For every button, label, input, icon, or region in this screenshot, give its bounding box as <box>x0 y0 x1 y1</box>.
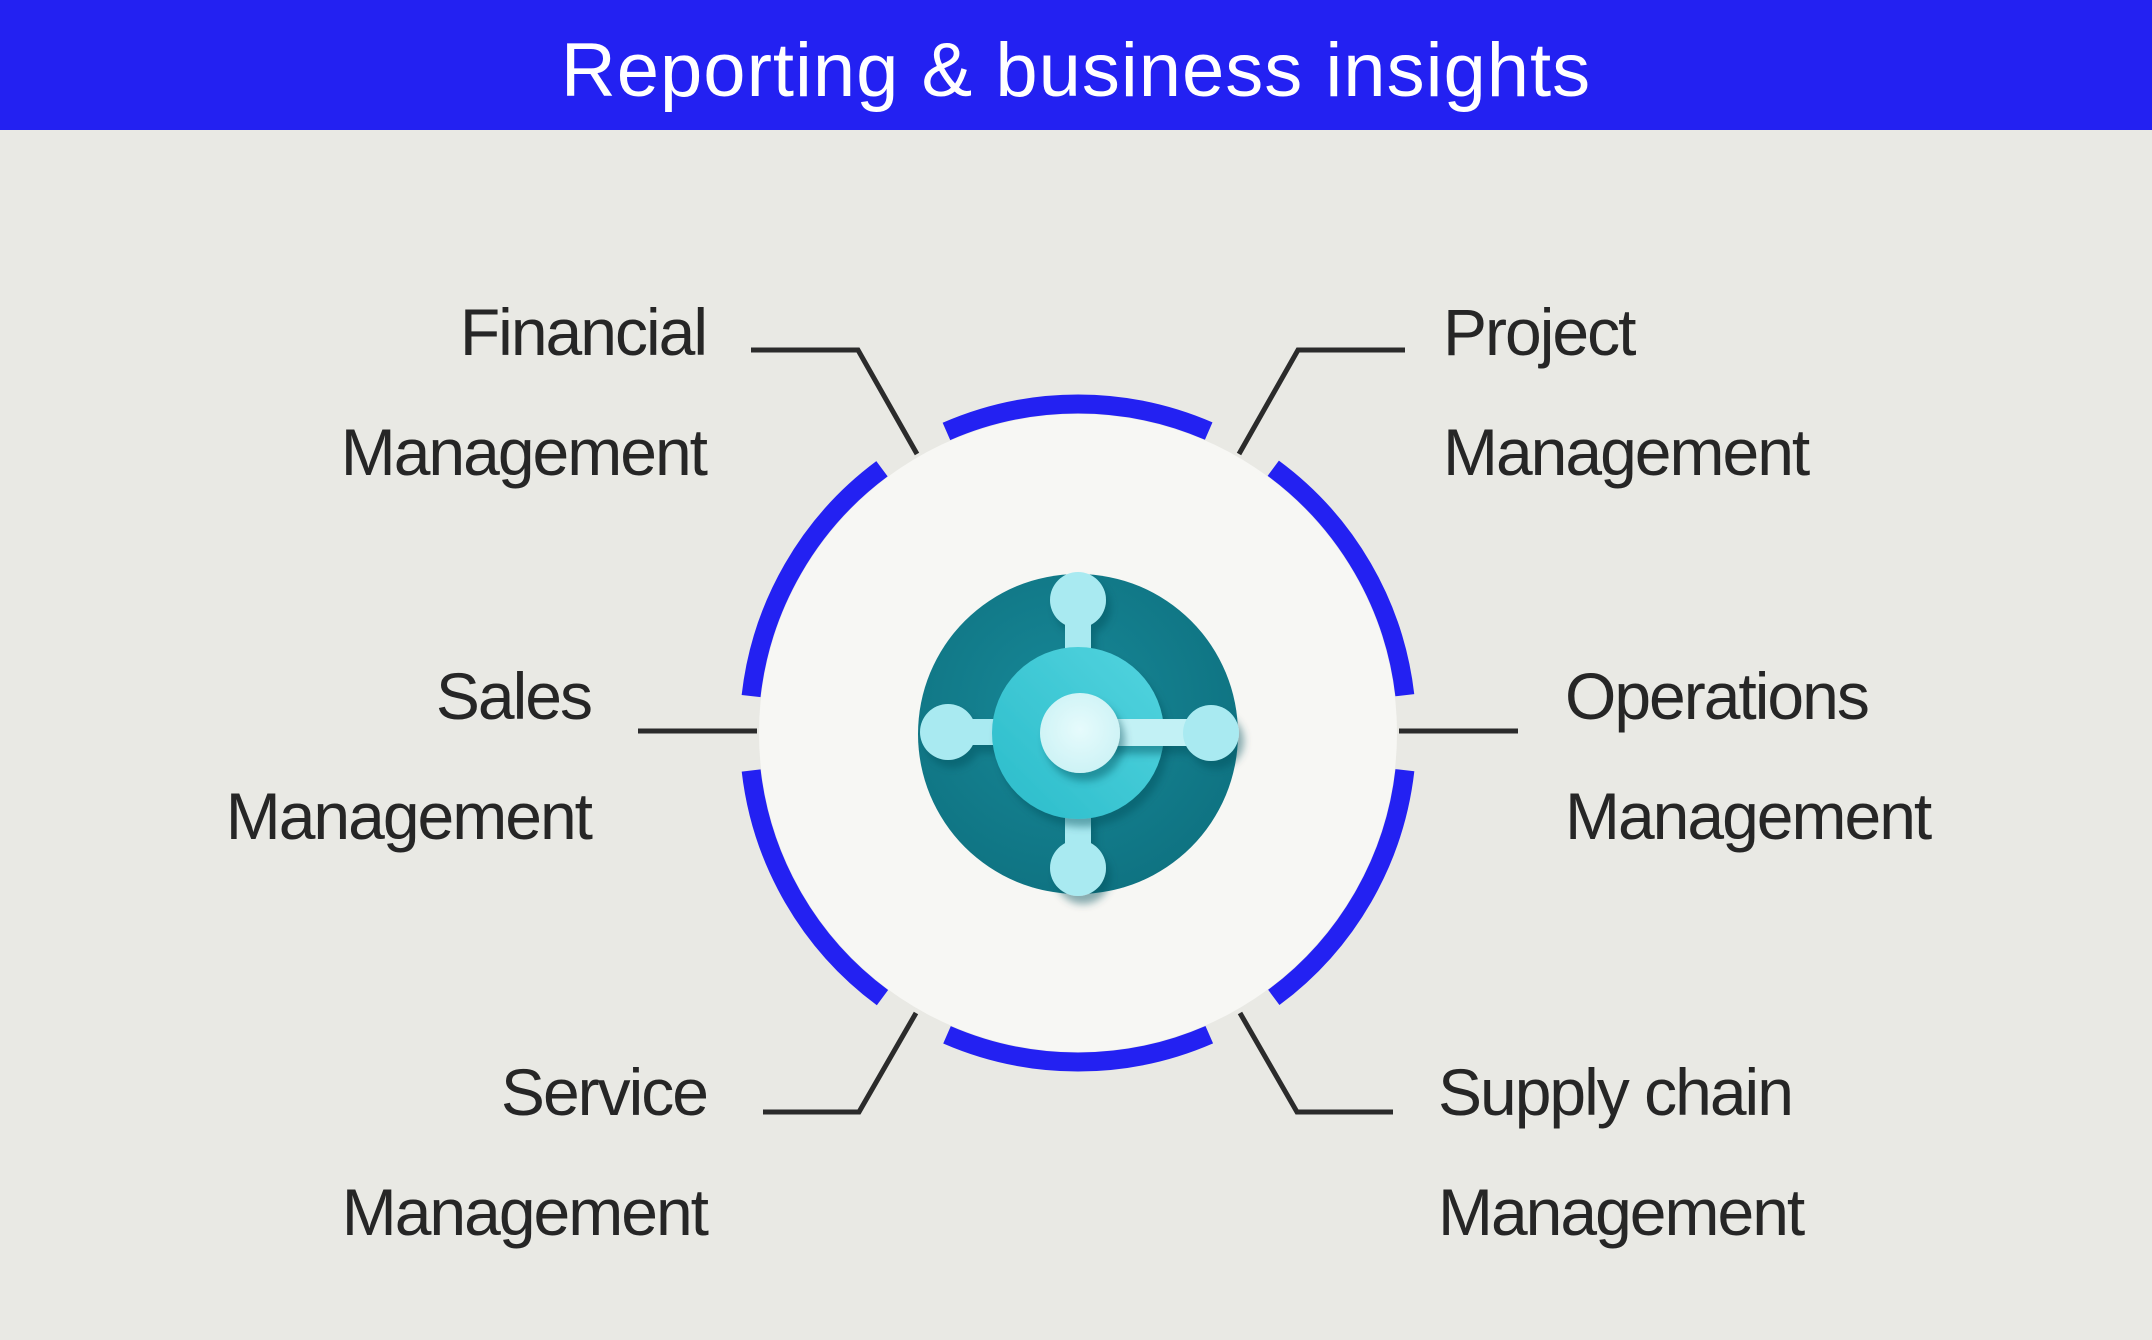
label-line: Management <box>225 779 593 853</box>
label-line: Management <box>340 415 708 489</box>
label-line: Management <box>1443 415 1810 489</box>
header-banner: Reporting & business insights <box>0 0 2152 130</box>
label-sales-management: Sales Management <box>0 636 593 876</box>
connector-financial <box>751 347 920 456</box>
label-line: Management <box>1438 1175 1805 1249</box>
connector-service <box>763 1011 919 1115</box>
label-line: Sales <box>435 659 593 733</box>
icon-node-bottom <box>1050 840 1106 896</box>
label-project-management: Project Management <box>1443 272 1810 512</box>
label-financial-management: Financial Management <box>106 272 708 512</box>
label-operations-management: Operations Management <box>1565 636 1932 876</box>
label-supply-chain-management: Supply chain Management <box>1438 1032 1805 1272</box>
label-line: Operations <box>1565 659 1870 733</box>
page-title: Reporting & business insights <box>560 27 1592 113</box>
label-line: Financial <box>459 295 708 369</box>
label-line: Project <box>1443 295 1636 369</box>
label-line: Supply chain <box>1438 1055 1794 1129</box>
icon-node-top <box>1050 572 1106 628</box>
connector-project <box>1236 347 1405 456</box>
label-line: Service <box>500 1055 709 1129</box>
label-line: Management <box>341 1175 709 1249</box>
label-line: Management <box>1565 779 1932 853</box>
icon-core-circle <box>1040 693 1120 773</box>
icon-node-left <box>920 704 976 760</box>
segmented-blue-ring <box>739 394 1417 1072</box>
label-service-management: Service Management <box>107 1032 709 1272</box>
connector-lines <box>638 347 1518 1115</box>
icon-node-right <box>1183 705 1239 761</box>
connector-supply <box>1237 1011 1393 1115</box>
business-central-icon <box>918 572 1239 896</box>
